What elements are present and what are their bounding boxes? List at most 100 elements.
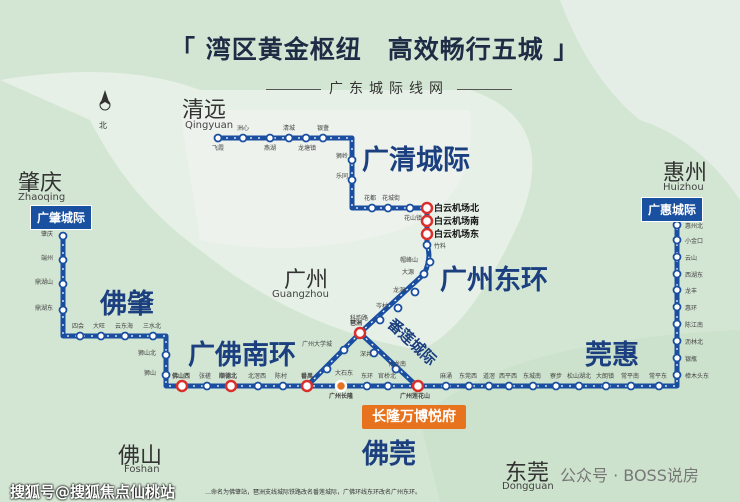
station-marker[interactable] [601, 381, 611, 391]
station-marker[interactable] [362, 381, 372, 391]
station-marker[interactable] [672, 370, 682, 380]
station-label: 飞霞 [212, 145, 224, 152]
city-guangzhou-en: Guangzhou [272, 289, 329, 300]
station-marker[interactable] [383, 381, 393, 391]
station-label: 龙洞 [393, 286, 405, 294]
station-label: 鼎湖东 [35, 304, 53, 312]
station-marker[interactable] [672, 235, 682, 245]
station-marker[interactable] [574, 381, 584, 391]
station-marker[interactable] [369, 348, 379, 358]
station-label: 张槎 [199, 372, 211, 380]
station-label: 银瓶 [685, 355, 697, 363]
compass-label: 北 [99, 121, 107, 130]
station-label: 岑村 [376, 302, 388, 310]
station-marker[interactable] [148, 331, 158, 341]
station-marker[interactable] [213, 133, 223, 143]
station-marker[interactable] [672, 353, 682, 363]
station-marker[interactable] [672, 220, 682, 230]
station-label: 惠环 [685, 304, 697, 312]
station-marker[interactable] [318, 133, 328, 143]
station-marker[interactable] [393, 303, 403, 313]
city-huizhou-en: Huizhou [663, 182, 704, 193]
station-label: 佛山西 [171, 372, 190, 380]
station-marker[interactable] [96, 331, 106, 341]
station-marker[interactable] [367, 203, 377, 213]
station-marker[interactable] [441, 381, 451, 391]
station-marker[interactable] [405, 203, 415, 213]
station-marker[interactable] [420, 201, 434, 215]
station-marker[interactable] [411, 379, 425, 393]
station-label: 龙丰 [685, 287, 697, 295]
station-marker[interactable] [672, 285, 682, 295]
station-label: 燕湖 [264, 144, 276, 152]
station-label: 大石东 [335, 369, 353, 377]
station-marker[interactable] [301, 133, 311, 143]
line-badge-guangzhao[interactable]: 广肇城际 [30, 205, 93, 230]
line-badge-guanghui[interactable]: 广惠城际 [641, 197, 704, 222]
station-marker[interactable] [175, 379, 189, 393]
station-marker[interactable] [161, 350, 171, 360]
station-marker[interactable] [58, 279, 68, 289]
station-label: 樟木头东 [685, 372, 709, 380]
station-marker[interactable] [347, 155, 357, 165]
station-label: 沥林北 [685, 338, 703, 346]
station-label: 白云机场南 [434, 215, 479, 227]
station-marker[interactable] [224, 379, 238, 393]
station-marker[interactable] [626, 381, 636, 391]
station-marker[interactable] [672, 319, 682, 329]
station-marker[interactable] [161, 370, 171, 380]
station-marker[interactable] [322, 364, 332, 374]
line-label-guangqing: 广清城际 [362, 145, 470, 176]
station-marker[interactable] [58, 305, 68, 315]
station-marker[interactable] [672, 252, 682, 262]
station-marker[interactable] [383, 203, 393, 213]
station-marker[interactable] [410, 287, 420, 297]
station-marker[interactable] [528, 381, 538, 391]
station-marker[interactable] [120, 331, 130, 341]
station-marker[interactable] [504, 381, 514, 391]
station-marker[interactable] [334, 379, 348, 393]
station-marker[interactable] [339, 345, 349, 355]
station-marker[interactable] [253, 381, 263, 391]
station-marker[interactable] [420, 227, 434, 241]
station-label: 花山镇 [404, 214, 422, 222]
station-marker[interactable] [375, 315, 385, 325]
city-dongguan-en: Dongguan [502, 481, 554, 492]
station-marker[interactable] [484, 381, 494, 391]
station-marker[interactable] [654, 381, 664, 391]
station-marker[interactable] [425, 257, 435, 267]
station-marker[interactable] [238, 133, 248, 143]
station-label: 大源 [402, 268, 414, 276]
station-marker[interactable] [353, 326, 367, 340]
city-zhaoqing: 肇庆 [18, 171, 63, 196]
station-label: 陈江南 [685, 321, 703, 329]
station-marker[interactable] [420, 214, 434, 228]
station-marker[interactable] [551, 381, 561, 391]
station-marker[interactable] [265, 133, 275, 143]
city-huizhou: 惠州 [663, 161, 708, 186]
station-label: 狮山北 [138, 349, 156, 357]
station-marker[interactable] [347, 175, 357, 185]
station-marker[interactable] [464, 381, 474, 391]
station-marker[interactable] [672, 336, 682, 346]
station-marker[interactable] [300, 379, 314, 393]
station-marker[interactable] [391, 364, 401, 374]
station-label: 洲心 [237, 125, 249, 132]
station-label: 狮山 [144, 369, 156, 377]
station-label: 番禺 [300, 372, 313, 380]
station-marker[interactable] [75, 331, 85, 341]
station-marker[interactable] [278, 381, 288, 391]
station-marker[interactable] [202, 381, 212, 391]
watermark-sohu: 搜狐号@搜狐焦点仙桃站 [10, 483, 176, 501]
station-marker[interactable] [422, 240, 432, 250]
station-marker[interactable] [672, 269, 682, 279]
station-label: 深井 [360, 350, 372, 358]
station-label: 云东海 [115, 322, 133, 330]
station-marker[interactable] [58, 231, 68, 241]
station-marker[interactable] [672, 302, 682, 312]
station-marker[interactable] [284, 133, 294, 143]
station-marker[interactable] [419, 269, 429, 279]
station-marker[interactable] [58, 255, 68, 265]
station-label: 麻涌 [440, 372, 452, 380]
station-label: 三水北 [143, 322, 161, 330]
